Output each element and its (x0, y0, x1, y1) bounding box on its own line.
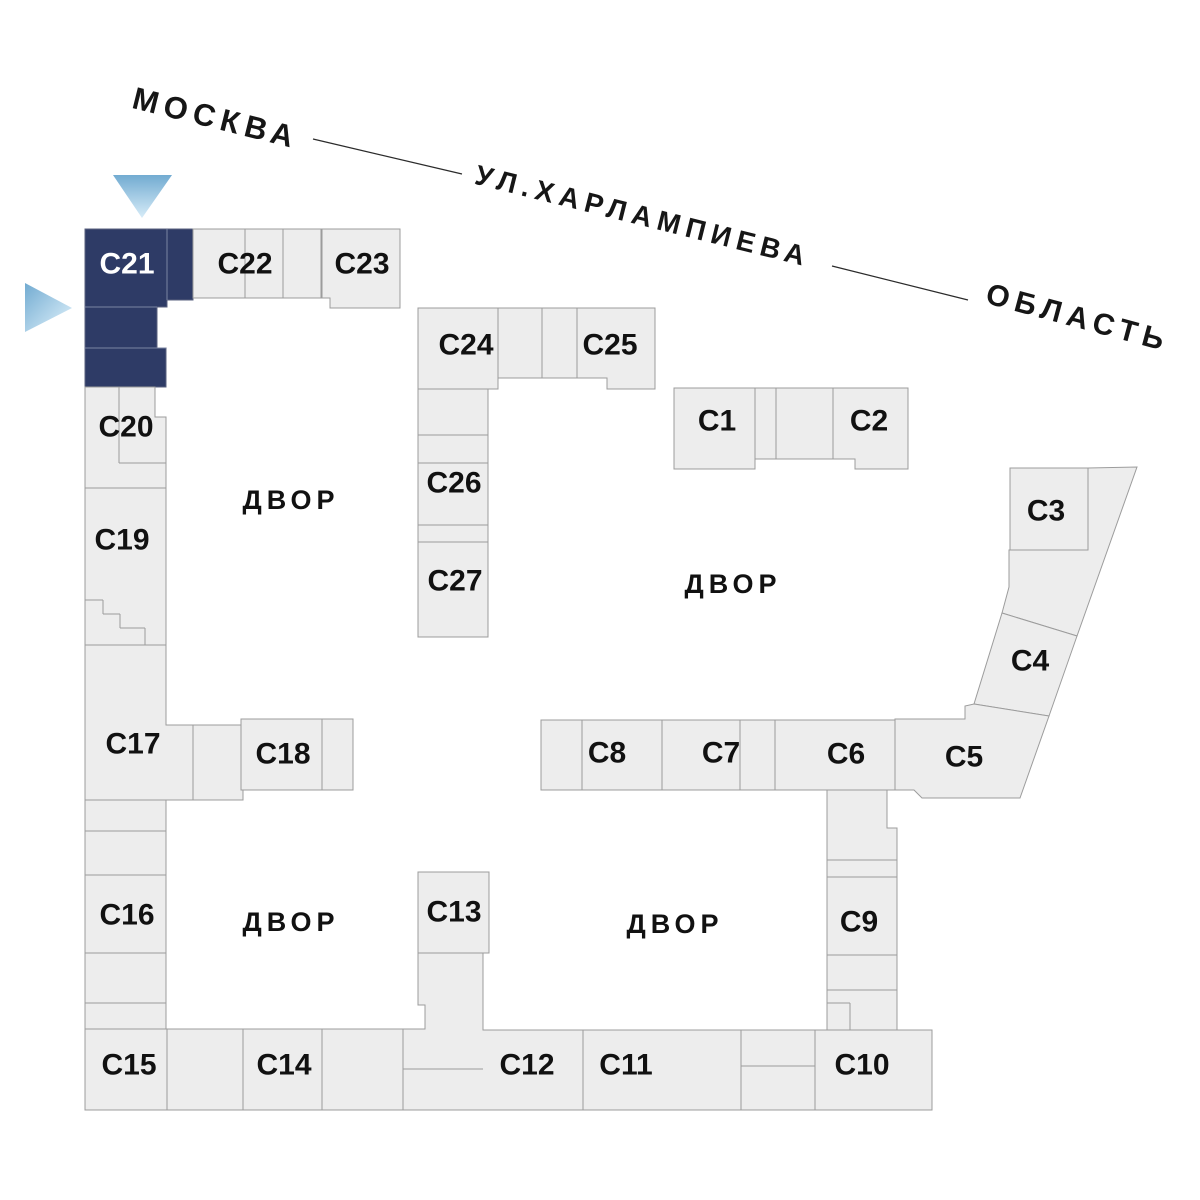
building-label-c22: С22 (217, 248, 272, 281)
building-c1[interactable] (673, 387, 756, 470)
building-c10[interactable] (814, 1029, 933, 1111)
building-seg-col-a[interactable] (417, 388, 489, 436)
courtyard-labels-layer: ДВОР ДВОР ДВОР ДВОР (242, 485, 781, 939)
building-label-c9: С9 (840, 906, 878, 939)
building-seg-22a[interactable] (282, 228, 322, 299)
building-label-c2: С2 (850, 405, 888, 438)
courtyard-label-3: ДВОР (242, 907, 339, 937)
courtyard-label-4: ДВОР (626, 909, 723, 939)
building-seg-col-c[interactable] (417, 524, 489, 543)
building-seg-1a[interactable] (754, 387, 777, 460)
building-label-c7: С7 (702, 737, 740, 770)
courtyard-label-2: ДВОР (684, 569, 781, 599)
building-seg-24b[interactable] (541, 307, 578, 379)
building-seg-18a[interactable] (321, 718, 354, 791)
building-label-c23: С23 (334, 248, 389, 281)
building-label-c1: С1 (698, 405, 736, 438)
building-label-c21: С21 (99, 248, 154, 281)
building-label-c16: С16 (99, 899, 154, 932)
building-seg-1b[interactable] (775, 387, 834, 460)
building-label-c8: С8 (588, 737, 626, 770)
street-line (312, 138, 463, 175)
building-c27[interactable] (417, 541, 489, 638)
building-label-c6: С6 (827, 738, 865, 771)
building-seg-8b[interactable] (739, 719, 776, 791)
building-seg-9a[interactable] (826, 789, 898, 861)
building-c25[interactable] (576, 307, 656, 390)
building-label-c3: С3 (1027, 495, 1065, 528)
building-c5[interactable] (894, 703, 1050, 799)
building-label-c13: С13 (426, 896, 481, 929)
building-seg-strip[interactable] (1001, 466, 1138, 637)
building-label-c17: С17 (105, 728, 160, 761)
courtyard-label-1: ДВОР (242, 485, 339, 515)
building-label-c14: С14 (256, 1049, 311, 1082)
building-c19[interactable] (84, 487, 167, 646)
entrance-arrow-down-icon (113, 175, 172, 218)
building-dividers-layer (85, 229, 851, 1070)
street-label-1: МОСКВА (129, 80, 303, 155)
building-seg-15a[interactable] (166, 1028, 244, 1111)
building-label-c10: С10 (834, 1049, 889, 1082)
building-seg-9c[interactable] (826, 954, 898, 991)
building-label-c5: С5 (945, 741, 983, 774)
building-label-c18: С18 (255, 738, 310, 771)
building-seg-16b[interactable] (84, 830, 167, 876)
building-label-c24: С24 (438, 329, 493, 362)
building-seg-8a[interactable] (540, 719, 583, 791)
building-seg-16a[interactable] (84, 799, 167, 832)
building-seg-9d[interactable] (826, 989, 898, 1031)
building-seg-14a[interactable] (321, 1028, 404, 1111)
building-seg-16c[interactable] (84, 952, 167, 1004)
building-label-c26: С26 (426, 467, 481, 500)
building-seg-16d[interactable] (84, 1002, 167, 1030)
building-label-c27: С27 (427, 565, 482, 598)
building-c2[interactable] (832, 387, 909, 470)
building-c24[interactable] (417, 307, 499, 390)
building-seg-11a[interactable] (740, 1029, 816, 1111)
building-c23[interactable] (321, 228, 401, 309)
buildings-layer (84, 228, 1138, 1111)
building-label-c15: С15 (101, 1049, 156, 1082)
building-label-c20: С20 (98, 411, 153, 444)
street-line (831, 265, 969, 301)
building-label-c25: С25 (582, 329, 637, 362)
building-seg-17w[interactable] (192, 724, 244, 801)
building-label-c4: С4 (1011, 645, 1050, 678)
building-seg-9b[interactable] (826, 859, 898, 878)
building-seg-24a[interactable] (497, 307, 543, 379)
building-label-c19: С19 (94, 524, 149, 557)
building-label-c12: С12 (499, 1049, 554, 1082)
building-c13[interactable] (417, 871, 490, 954)
building-c12[interactable] (402, 952, 584, 1111)
building-label-c11: С11 (599, 1049, 652, 1082)
street-label-3: ОБЛАСТЬ (982, 278, 1173, 359)
building-c17[interactable] (84, 644, 194, 801)
street-label-2: УЛ.ХАРЛАМПИЕВА (472, 159, 814, 272)
entrance-arrow-right-icon (25, 283, 72, 332)
building-c6[interactable] (774, 719, 896, 791)
building-seg-col-b[interactable] (417, 434, 489, 464)
entrance-arrows-layer (25, 175, 172, 332)
